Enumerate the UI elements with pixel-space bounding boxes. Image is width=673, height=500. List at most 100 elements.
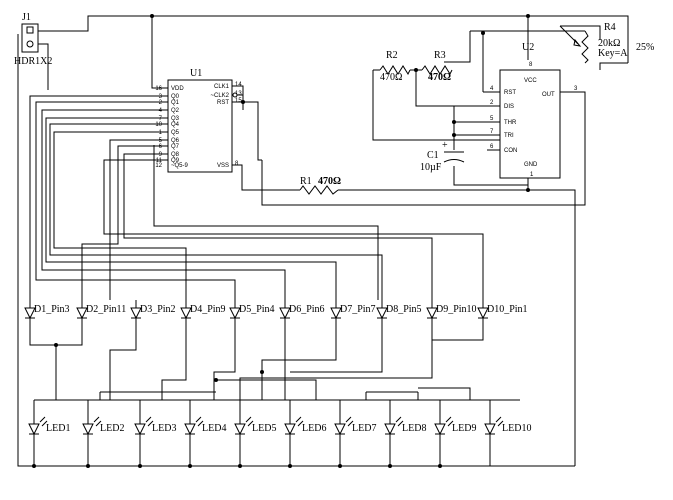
timer-pin-number: 5 xyxy=(490,116,494,122)
counter-pin-name: Q9 xyxy=(171,158,180,164)
timer-pin-number: 4 xyxy=(490,86,494,92)
led-triangle xyxy=(184,423,196,436)
diode: D2_Pin11 xyxy=(76,300,126,324)
led-label: LED1 xyxy=(46,423,70,434)
resistor-r1-value: 470Ω xyxy=(318,176,341,187)
timer-ref: U2 xyxy=(522,42,534,53)
led-triangle xyxy=(384,423,396,436)
led-light-arrows xyxy=(345,416,354,427)
led-label: LED6 xyxy=(302,423,326,434)
counter-pin-number: 15 xyxy=(235,98,242,104)
led-light-arrows xyxy=(395,416,404,427)
counter-pin-number: 16 xyxy=(155,86,162,92)
counter-pin-number: 4 xyxy=(159,108,163,114)
diode: D9_Pin10 xyxy=(426,300,477,324)
clock-invert-bubble xyxy=(232,92,238,98)
led-triangle xyxy=(334,423,346,436)
led-light-arrows xyxy=(245,416,254,427)
potentiometer-r4: R4 20kΩ Key=A 25% xyxy=(559,22,654,64)
potentiometer-value: 20kΩ xyxy=(598,38,620,49)
counter-pin-number: 2 xyxy=(159,100,163,106)
counter-pin-number: 12 xyxy=(155,163,162,169)
led-light-arrows xyxy=(195,416,204,427)
timer-pin-number: 6 xyxy=(490,144,494,150)
diode-label: D4_Pin9 xyxy=(190,304,226,315)
resistor-r3-value: 470Ω xyxy=(428,72,451,83)
diode-label: D6_Pin6 xyxy=(289,304,325,315)
counter-pin-name: Q3 xyxy=(171,116,180,122)
junction-dots xyxy=(32,14,530,468)
diode-label: D7_Pin7 xyxy=(340,304,376,315)
counter-ref: U1 xyxy=(190,68,202,79)
counter-pin-number: 14 xyxy=(235,82,242,88)
counter-pin-number: 11 xyxy=(156,158,163,164)
counter-pin-name: ~Q5-9 xyxy=(171,163,189,169)
led: LED5 xyxy=(234,416,276,436)
counter-pin-name: CLK1 xyxy=(214,84,230,90)
led-label: LED2 xyxy=(100,423,124,434)
resistor-r1-ref: R1 xyxy=(300,176,312,187)
counter-pin-name: VDD xyxy=(171,86,184,92)
led-label: LED4 xyxy=(202,423,226,434)
connector-ref: J1 xyxy=(22,12,31,23)
timer-pin-name-gnd: GND xyxy=(524,162,538,168)
capacitor-c1: + C1 10µF xyxy=(420,140,465,173)
counter-pin-name: Q1 xyxy=(171,100,180,106)
counter-pin-name: Q2 xyxy=(171,108,180,114)
diode-label: D5_Pin4 xyxy=(239,304,275,315)
potentiometer-ref: R4 xyxy=(604,22,616,33)
timer-pin-name-vcc: VCC xyxy=(524,78,537,84)
counter-pin-number: 6 xyxy=(159,144,163,150)
counter-pin-number: 8 xyxy=(235,161,239,167)
led-label: LED8 xyxy=(402,423,426,434)
timer-pin-name: THR xyxy=(504,120,517,126)
capacitor-ref: C1 xyxy=(427,150,439,161)
led-triangle xyxy=(134,423,146,436)
counter-pin-number: 7 xyxy=(159,116,163,122)
led-light-arrows xyxy=(295,416,304,427)
counter-pin-name: Q7 xyxy=(171,144,180,150)
counter-pin-name: Q6 xyxy=(171,138,180,144)
led: LED10 xyxy=(484,416,531,436)
led: LED7 xyxy=(334,416,376,436)
diode-label: D2_Pin11 xyxy=(86,304,126,315)
connector-j1: J1 HDR1X2 xyxy=(14,12,52,67)
led-light-arrows xyxy=(145,416,154,427)
timer-pin-name-out: OUT xyxy=(542,92,555,98)
resistor-r2-value: 470Ω xyxy=(380,72,402,83)
diode-label: D10_Pin1 xyxy=(487,304,528,315)
led-label: LED10 xyxy=(502,423,531,434)
resistor-r3-ref: R3 xyxy=(434,50,446,61)
led-light-arrows xyxy=(93,416,102,427)
timer-pin-name: TRI xyxy=(504,133,514,139)
counter-pin-name: Q8 xyxy=(171,152,180,158)
counter-pin-name: Q5 xyxy=(171,130,180,136)
timer-pin-number: 7 xyxy=(490,129,494,135)
led-triangle xyxy=(82,423,94,436)
resistor-r1: R1 470Ω xyxy=(299,176,341,195)
diode: D7_Pin7 xyxy=(330,300,376,324)
counter-pin-number: 9 xyxy=(159,152,163,158)
potentiometer-key: Key=A xyxy=(598,48,628,59)
led: LED8 xyxy=(384,416,426,436)
counter-pin-number: 10 xyxy=(155,122,162,128)
connector-value: HDR1X2 xyxy=(14,56,52,67)
timer-pin-name: RST xyxy=(504,90,516,96)
diode: D6_Pin6 xyxy=(279,300,325,324)
timer-pin-num-vcc: 8 xyxy=(529,62,533,68)
led-triangle xyxy=(484,423,496,436)
led: LED4 xyxy=(184,416,226,436)
led: LED6 xyxy=(284,416,326,436)
led-label: LED7 xyxy=(352,423,376,434)
led-triangle xyxy=(28,423,40,436)
diode-label: D3_Pin2 xyxy=(140,304,176,315)
timer-pin-num-out: 3 xyxy=(574,86,578,92)
